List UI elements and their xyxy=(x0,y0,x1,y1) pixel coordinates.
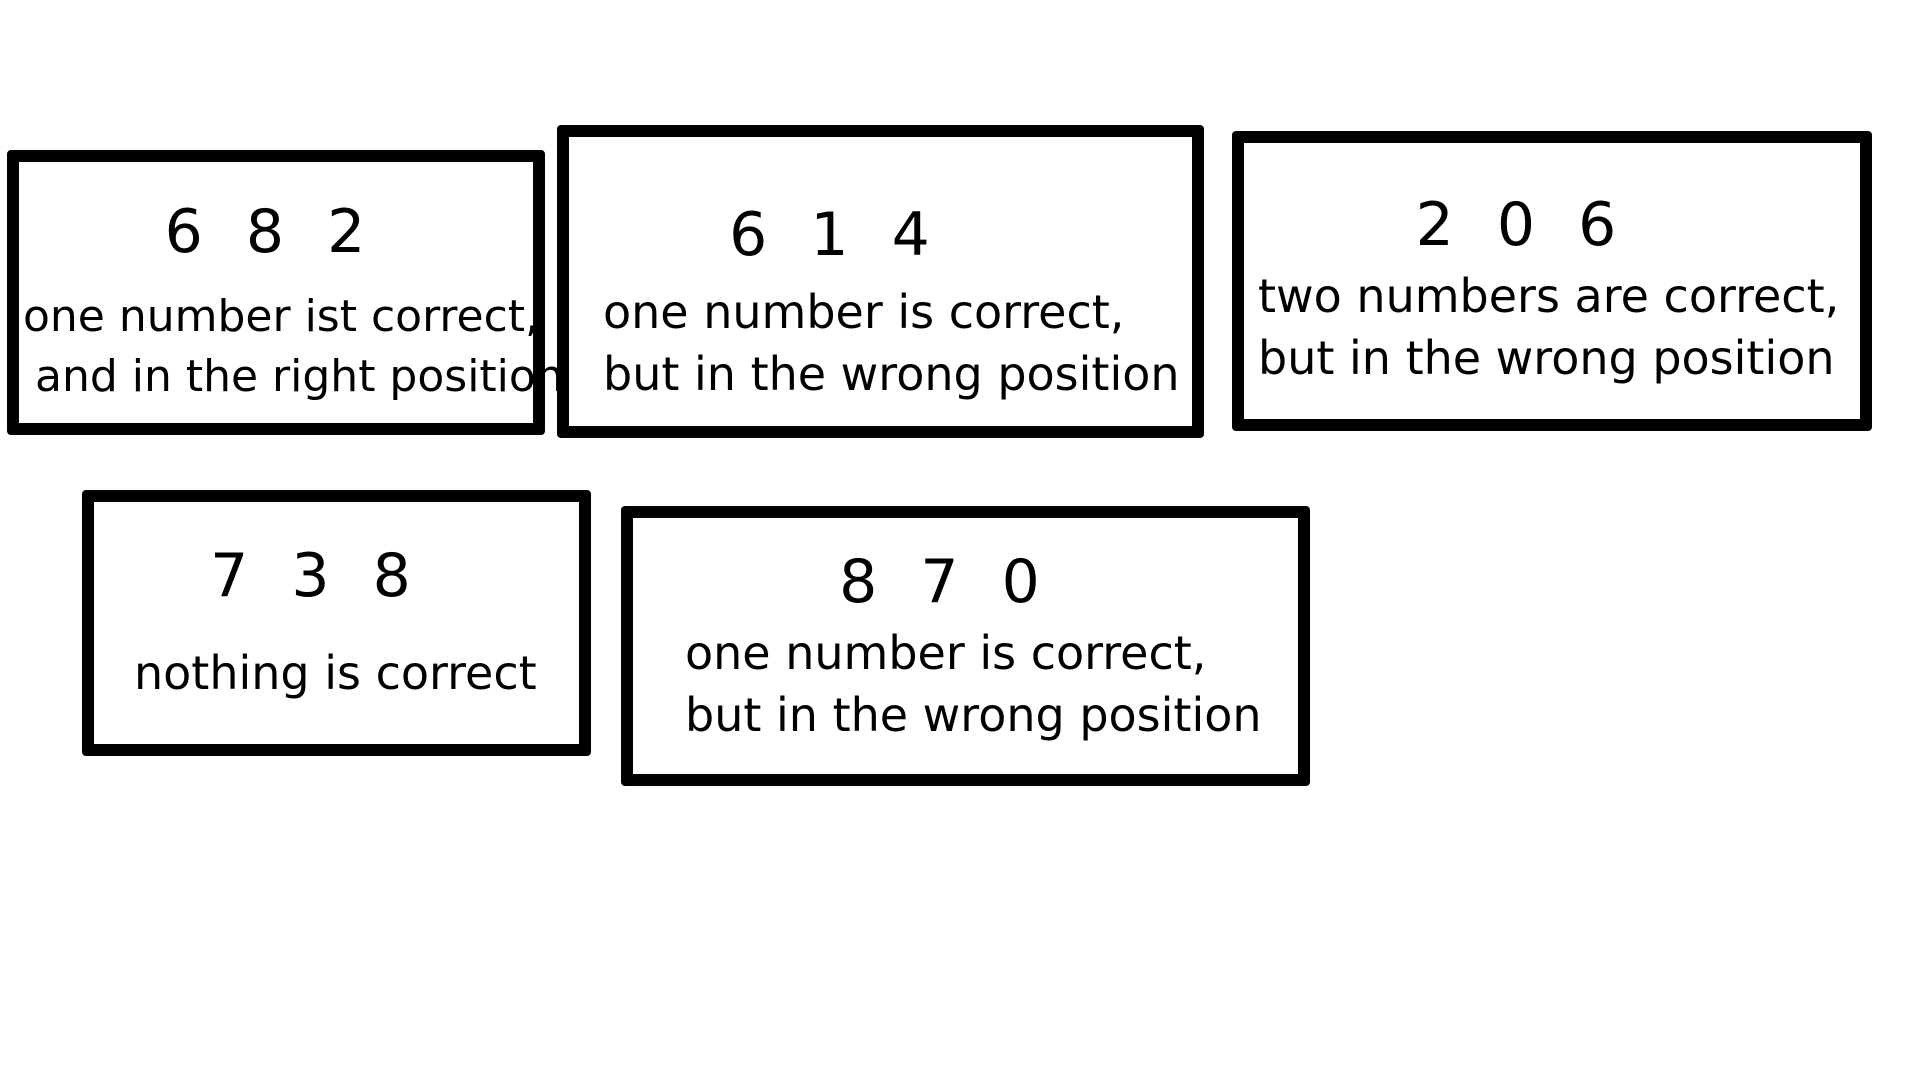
clue-hint-line-1: one number is correct, xyxy=(685,626,1207,680)
clue-hint-line-1: nothing is correct xyxy=(134,646,537,700)
clue-hint: one number is correct, but in the wrong … xyxy=(685,622,1262,746)
clue-card-738: 7 3 8 nothing is correct xyxy=(82,490,591,756)
clue-card-870: 8 7 0 one number is correct, but in the … xyxy=(621,506,1310,786)
clue-card-614: 6 1 4 one number is correct, but in the … xyxy=(557,125,1204,438)
clue-number: 6 1 4 xyxy=(729,200,942,270)
clue-hint-line-1: one number is correct, xyxy=(603,285,1125,339)
clue-hint-line-2: but in the wrong position xyxy=(603,347,1180,401)
clue-hint: one number ist correct, and in the right… xyxy=(23,287,564,407)
clue-hint: nothing is correct xyxy=(134,642,537,704)
clue-hint-line-1: two numbers are correct, xyxy=(1258,269,1840,323)
clue-number: 7 3 8 xyxy=(210,541,423,611)
clue-hint-line-1: one number ist correct, xyxy=(23,291,540,342)
clue-hint: one number is correct, but in the wrong … xyxy=(603,281,1180,405)
clue-hint: two numbers are correct, but in the wron… xyxy=(1258,265,1839,389)
clue-number: 2 0 6 xyxy=(1415,190,1629,260)
clue-hint-line-2: but in the wrong position xyxy=(1258,331,1835,385)
clue-number: 8 7 0 xyxy=(839,547,1052,617)
clue-card-682: 6 8 2 one number ist correct, and in the… xyxy=(7,150,564,435)
clue-card-206: 2 0 6 two numbers are correct, but in th… xyxy=(1232,131,1872,431)
clue-number: 6 8 2 xyxy=(164,197,378,267)
clue-hint-line-2: but in the wrong position xyxy=(685,688,1262,742)
clue-hint-line-2: and in the right position xyxy=(35,351,564,402)
